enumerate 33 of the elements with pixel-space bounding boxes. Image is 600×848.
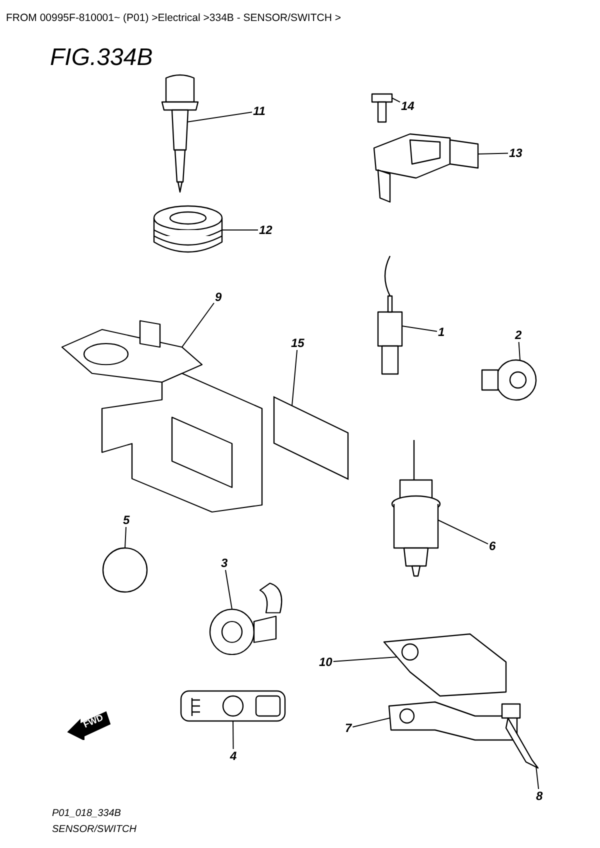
callout-number: 12 — [258, 223, 274, 237]
leader-line — [478, 152, 508, 154]
leader-line — [292, 350, 298, 406]
drawing-caption: SENSOR/SWITCH — [52, 824, 136, 835]
callout-number: 11 — [252, 104, 266, 118]
callout-number: 2 — [514, 328, 523, 342]
callout-number: 13 — [508, 146, 524, 160]
figure-title: FIG.334B — [50, 44, 153, 72]
leader-line — [186, 112, 252, 122]
callout-number: 14 — [400, 99, 416, 113]
leader-line — [332, 656, 398, 662]
drawing-code: P01_018_334B — [52, 808, 121, 819]
leader-line — [124, 526, 126, 548]
leader-line — [182, 302, 214, 348]
callout-number: 8 — [535, 789, 544, 803]
callout-number: 1 — [437, 325, 446, 339]
breadcrumb: FROM 00995F-810001~ (P01) >Electrical >334B - SENSOR/SWITCH > — [6, 11, 342, 26]
leader-line — [225, 570, 232, 610]
callout-number: 9 — [214, 290, 223, 304]
callout-number: 4 — [229, 749, 238, 763]
leader-line — [402, 326, 438, 332]
leader-line — [438, 520, 488, 544]
callout-number: 5 — [122, 513, 131, 527]
leader-line — [232, 720, 234, 750]
callout-number: 6 — [488, 539, 497, 553]
leader-line — [536, 766, 540, 790]
leader-line — [352, 718, 390, 728]
callout-number: 7 — [344, 721, 353, 735]
callout-number: 10 — [318, 655, 334, 669]
leader-line — [518, 342, 520, 360]
direction-label: FWD — [82, 712, 105, 730]
callout-number: 15 — [290, 336, 306, 350]
callout-number: 3 — [220, 556, 229, 570]
